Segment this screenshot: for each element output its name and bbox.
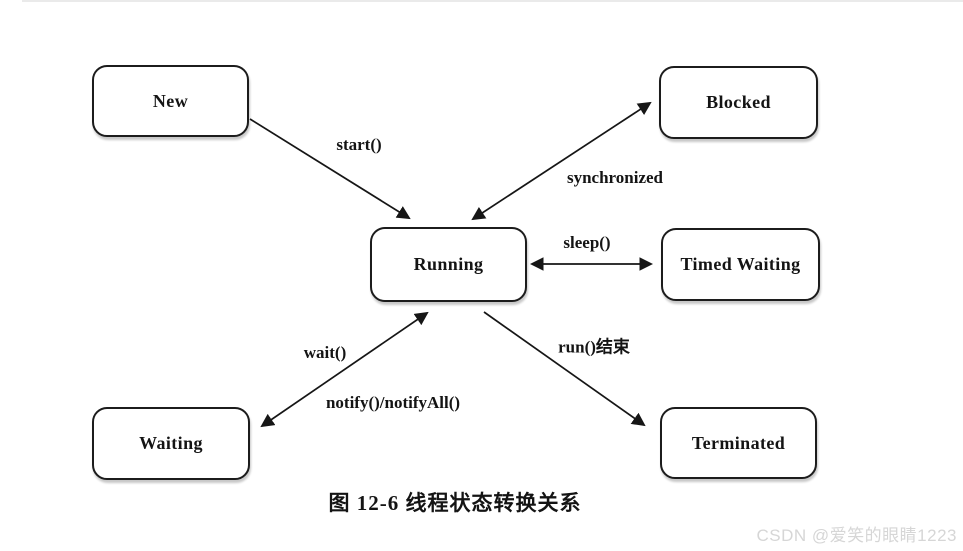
scan-artifact-line	[22, 0, 963, 2]
state-node-running: Running	[370, 227, 527, 302]
state-label-terminated: Terminated	[691, 432, 786, 453]
state-label-new: New	[152, 90, 189, 111]
edge-label-notify-notifyall: notify()/notifyAll()	[325, 393, 461, 412]
state-label-timed-waiting: Timed Waiting	[680, 254, 801, 274]
edge-running-waiting-arrow	[260, 311, 429, 428]
state-node-terminated: Terminated	[660, 407, 817, 479]
state-node-waiting: Waiting	[92, 407, 250, 480]
state-node-blocked: Blocked	[659, 66, 818, 139]
csdn-watermark: CSDN @爱笑的眼睛1223	[756, 526, 957, 545]
state-label-waiting: Waiting	[139, 433, 203, 453]
state-node-new: New	[92, 65, 249, 137]
edge-new-to-running-arrow	[249, 118, 411, 220]
edge-label-wait: wait()	[303, 343, 347, 362]
state-label-running: Running	[413, 254, 484, 274]
edge-label-sleep: sleep()	[563, 233, 611, 252]
state-label-blocked: Blocked	[706, 92, 771, 112]
figure-caption: 图 12-6 线程状态转换关系	[328, 491, 582, 515]
edge-label-start: start()	[336, 135, 382, 154]
state-node-timed-waiting: Timed Waiting	[661, 228, 820, 301]
edge-label-synchronized: synchronized	[566, 168, 664, 187]
edge-running-blocked-arrow	[471, 101, 652, 221]
edge-label-run-end: run()结束	[558, 337, 630, 357]
edge-running-to-terminated-arrow	[483, 311, 646, 427]
